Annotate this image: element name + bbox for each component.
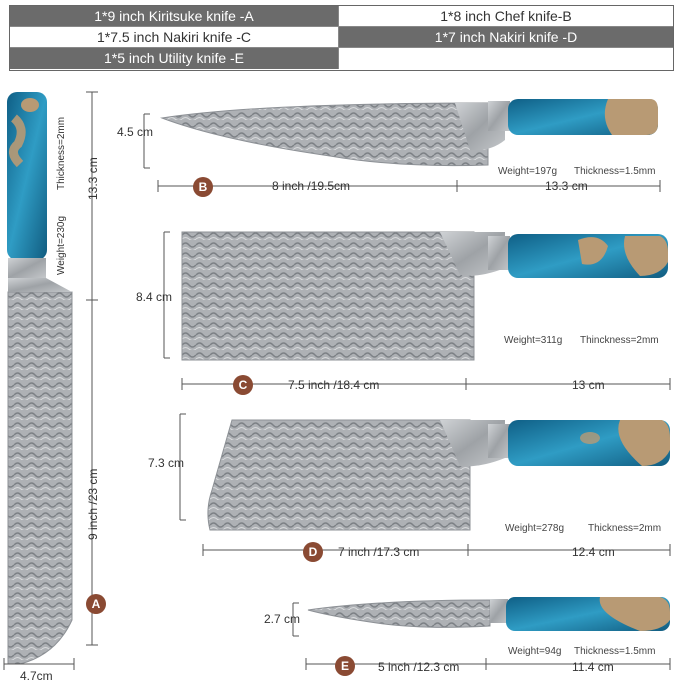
knife-a-handle-length: 13.3 cm <box>86 157 100 200</box>
knife-e-blade-length: 5 inch /12.3 cm <box>378 660 460 674</box>
knife-c-thickness: Thinckness=2mm <box>580 335 659 346</box>
knife-c-weight: Weight=311g <box>504 335 563 346</box>
knife-e-image <box>307 597 670 631</box>
knife-e-weight: Weight=94g <box>508 646 562 657</box>
knife-a-width: 4.7cm <box>20 669 53 683</box>
knife-a-badge: A <box>86 594 106 614</box>
knife-d-handle-length: 12.4 cm <box>572 545 615 559</box>
knife-b-image <box>160 99 658 167</box>
knife-set-table: 1*9 inch Kiritsuke knife -A 1*8 inch Che… <box>9 5 674 71</box>
knife-d-image <box>207 419 670 531</box>
table-cell-empty <box>338 48 673 69</box>
table-cell-chef: 1*8 inch Chef knife-B <box>338 6 673 27</box>
table-cell-nakiri-small: 1*7 inch Nakiri knife -D <box>338 27 673 48</box>
knife-b-blade-length: 8 inch /19.5cm <box>272 179 351 193</box>
knife-b-height: 4.5 cm <box>117 125 154 139</box>
knife-d-thickness: Thickness=2mm <box>588 523 662 534</box>
knife-e-height: 2.7 cm <box>264 612 301 626</box>
knife-e-badge: E <box>335 656 355 676</box>
knife-c-image <box>181 231 668 361</box>
knife-c-blade-length: 7.5 inch /18.4 cm <box>288 378 380 392</box>
knife-c-height: 8.4 cm <box>136 290 173 304</box>
knife-a-weight: Weight=230g <box>56 215 67 275</box>
dimension-lines <box>3 91 671 670</box>
knife-e-handle-length: 11.4 cm <box>572 660 614 674</box>
table-cell-kiritsuke: 1*9 inch Kiritsuke knife -A <box>10 6 338 27</box>
knife-d-weight: Weight=278g <box>505 523 565 534</box>
knife-c-badge: C <box>233 375 253 395</box>
knife-a-blade-length: 9 inch /23 cm <box>86 468 100 540</box>
knife-b-handle-length: 13.3 cm <box>545 179 588 193</box>
knife-d-badge: D <box>303 542 323 562</box>
knife-d-height: 7.3 cm <box>148 456 185 470</box>
knife-b-badge: B <box>193 177 213 197</box>
table-cell-nakiri-large: 1*7.5 inch Nakiri knife -C <box>10 27 338 48</box>
knife-e-thickness: Thickness=1.5mm <box>574 646 656 657</box>
knife-a-thickness: Thickness=2mm <box>56 116 67 190</box>
table-cell-utility: 1*5 inch Utility knife -E <box>10 48 338 69</box>
knife-b-weight: Weight=197g <box>498 166 558 177</box>
knife-d-blade-length: 7 inch /17.3 cm <box>338 545 420 559</box>
knife-b-thickness: Thickness=1.5mm <box>574 166 656 177</box>
knife-c-handle-length: 13 cm <box>572 378 605 392</box>
